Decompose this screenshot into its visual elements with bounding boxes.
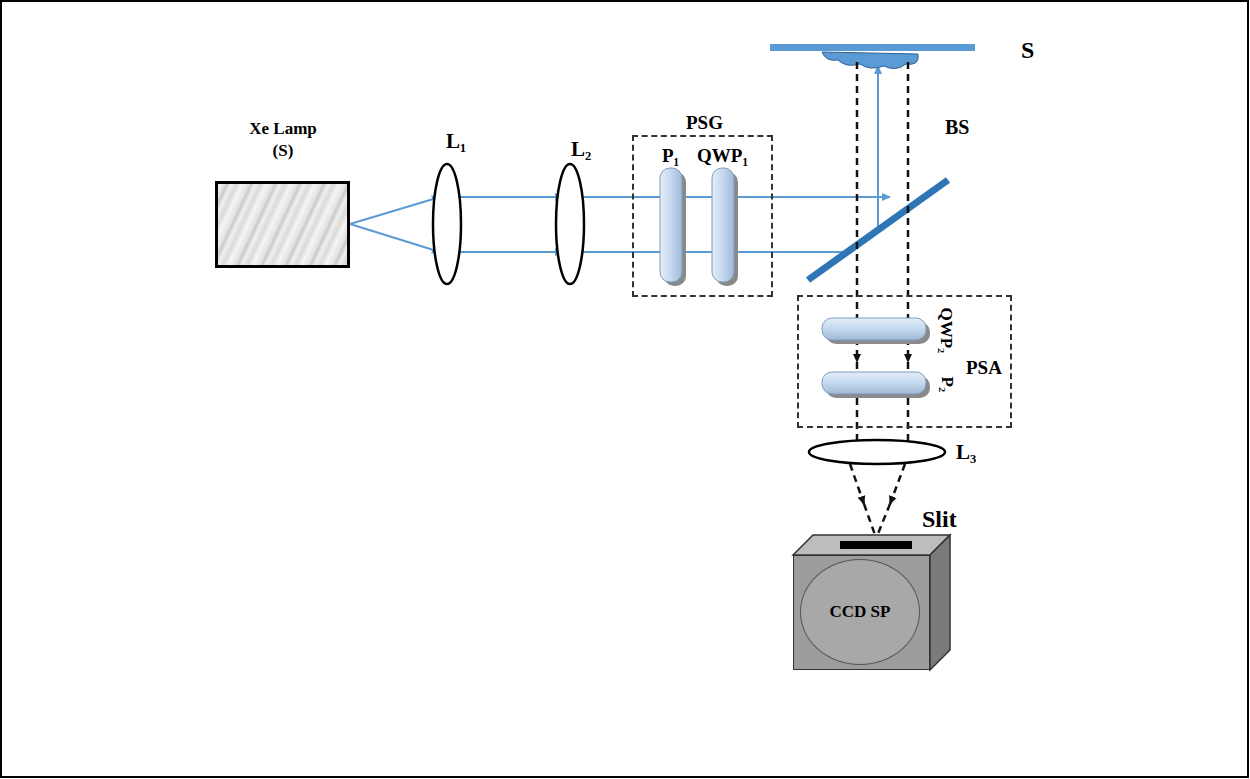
part-label: P₁ — [662, 146, 679, 167]
psa-group: PSA — [797, 295, 1012, 428]
node-heading: Slit — [922, 506, 957, 534]
part-label: L₁ — [446, 130, 466, 153]
part-label: S — [1021, 37, 1034, 63]
part-label: BS — [945, 116, 969, 138]
node-heading: PSA — [966, 357, 1002, 379]
part-label: L₂ — [571, 138, 591, 161]
part-label: QWP₁ — [697, 146, 748, 167]
node-heading: Xe Lamp (S) — [243, 118, 323, 162]
part-label: QWP₂ — [937, 307, 956, 353]
part-label: P₂ — [937, 377, 956, 392]
detector-ellipse: CCD SP — [800, 559, 920, 665]
lamp-box: Xe Lamp (S) — [215, 181, 350, 268]
node-heading: PSG — [686, 112, 723, 134]
part-label: L₃ — [956, 441, 976, 464]
spectrometer-box: SlitCCD SP — [793, 555, 930, 670]
node-text: CCD SP — [828, 602, 892, 622]
